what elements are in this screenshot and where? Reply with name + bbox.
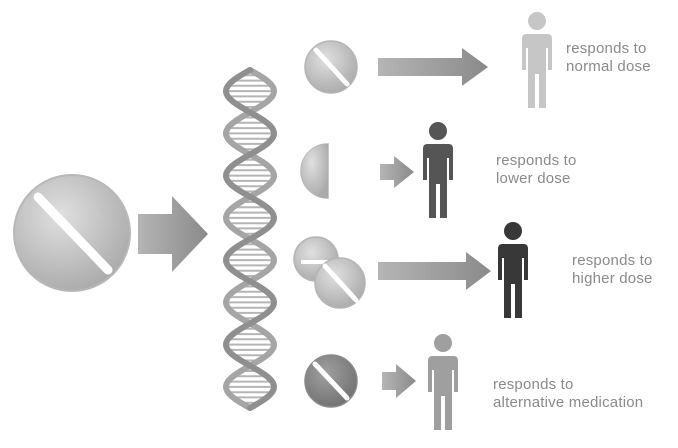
person-head	[434, 334, 452, 352]
label-line: lower dose	[496, 170, 577, 188]
big-arrow-icon	[138, 196, 208, 272]
label-line: responds to	[572, 252, 653, 270]
half-pill-icon	[301, 144, 328, 198]
arrow-icon	[378, 252, 491, 290]
row-higher-dose	[294, 222, 528, 318]
label-normal-dose: responds to normal dose	[566, 40, 651, 76]
label-line: responds to	[493, 376, 643, 394]
dna-helix-icon	[226, 70, 274, 408]
label-line: normal dose	[566, 58, 651, 76]
person-icon	[522, 12, 552, 108]
row-normal-dose	[305, 12, 552, 108]
dark-pill-icon	[305, 355, 357, 407]
arrow-icon	[380, 156, 414, 188]
person-body	[423, 144, 453, 218]
label-line: responds to	[566, 40, 651, 58]
label-line: higher dose	[572, 270, 653, 288]
large-pill-icon	[14, 175, 130, 291]
arrow-icon	[378, 48, 488, 86]
label-line: responds to	[496, 152, 577, 170]
person-icon	[428, 334, 458, 430]
person-head	[504, 222, 522, 240]
person-icon	[498, 222, 528, 318]
row-lower-dose	[301, 122, 453, 218]
label-line: alternative medication	[493, 394, 643, 412]
pill-icon	[305, 41, 357, 93]
person-body	[428, 356, 458, 430]
label-lower-dose: responds to lower dose	[496, 152, 577, 188]
person-icon	[423, 122, 453, 218]
label-higher-dose: responds to higher dose	[572, 252, 653, 288]
person-head	[528, 12, 546, 30]
person-body	[522, 34, 552, 108]
two-pills-icon	[294, 237, 365, 308]
arrow-icon	[382, 364, 416, 398]
row-alternative-medication	[305, 334, 458, 430]
person-body	[498, 244, 528, 318]
person-head	[429, 122, 447, 140]
label-alternative-medication: responds to alternative medication	[493, 376, 643, 412]
